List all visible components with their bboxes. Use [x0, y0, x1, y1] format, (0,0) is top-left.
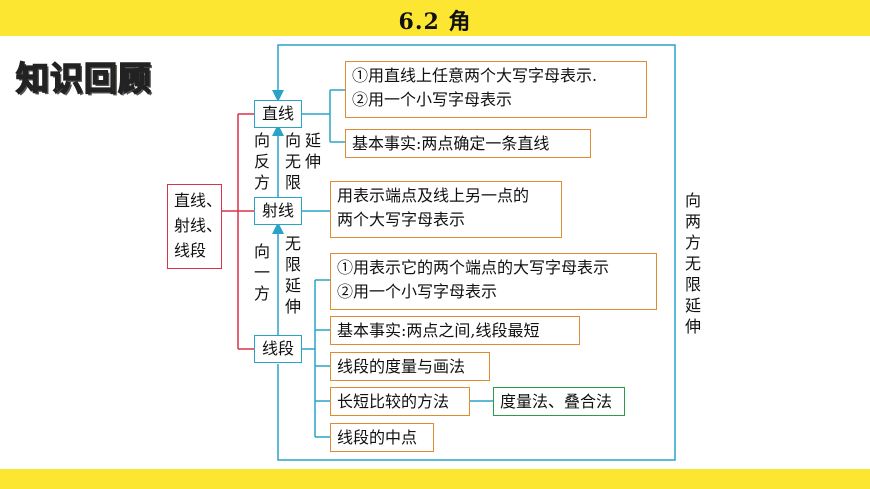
section-badge: 知识回顾 [15, 58, 152, 99]
line-notation-1: ①用直线上任意两个大写字母表示. [352, 66, 598, 85]
line-notation-2: ②用一个小写字母表示 [352, 90, 513, 109]
label-two-directions: 向两方无限延伸 [684, 191, 701, 336]
label-opposite-direction: 向反方 [253, 131, 270, 192]
ray-notation-box: 用表示端点及线上另一点的 两个大写字母表示 [330, 181, 562, 238]
label-infinite: 向无限 [284, 131, 301, 192]
slide-title: 6.2 角 [398, 9, 472, 35]
label-extend: 延伸 [304, 131, 321, 171]
segment-notation-1: ①用表示它的两个端点的大写字母表示 [337, 258, 610, 277]
compare-methods-box: 度量法、叠合法 [493, 387, 625, 416]
label-one-direction: 向一方 [253, 242, 270, 303]
root-line-3: 线段 [174, 241, 207, 260]
node-ray: 射线 [254, 197, 302, 225]
segment-notation-box: ①用表示它的两个端点的大写字母表示 ②用一个小写字母表示 [330, 253, 657, 310]
node-line: 直线 [254, 100, 302, 128]
label-infinite-extend: 无限延伸 [284, 234, 301, 316]
root-box: 直线、 射线、 线段 [167, 184, 222, 269]
segment-compare-box: 长短比较的方法 [330, 387, 470, 416]
line-fact-box: 基本事实:两点确定一条直线 [345, 129, 591, 158]
segment-fact-box: 基本事实:两点之间,线段最短 [330, 316, 580, 345]
segment-measure-box: 线段的度量与画法 [330, 352, 490, 381]
ray-notation-2: 两个大写字母表示 [337, 210, 466, 229]
header-bar [0, 0, 870, 36]
segment-midpoint-box: 线段的中点 [330, 423, 434, 452]
root-line-1: 直线、 [174, 191, 223, 210]
ray-notation-1: 用表示端点及线上另一点的 [337, 186, 530, 205]
segment-notation-2: ②用一个小写字母表示 [337, 282, 498, 301]
footer-bar [0, 469, 870, 489]
line-notation-box: ①用直线上任意两个大写字母表示. ②用一个小写字母表示 [345, 61, 647, 118]
node-segment: 线段 [254, 335, 302, 363]
root-line-2: 射线、 [174, 216, 223, 235]
two-way-loop [272, 44, 676, 461]
